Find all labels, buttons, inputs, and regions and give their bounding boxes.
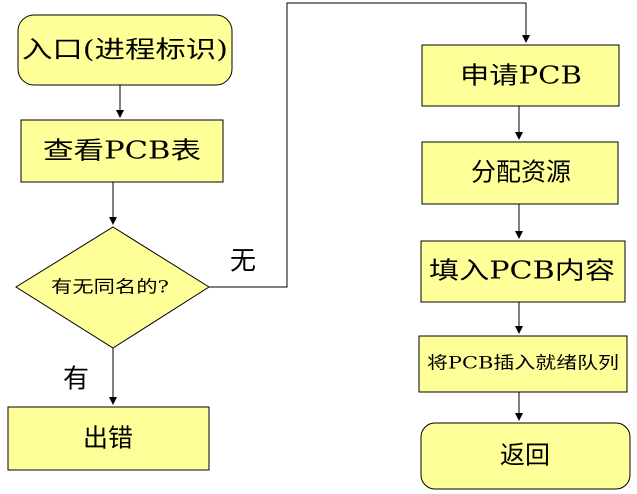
node-insert-ready-queue: 将PCB插入就绪队列 (418, 335, 628, 393)
edge-label-yes: 有 (63, 365, 89, 395)
node-decision-same-name-label: 有无同名的? (51, 278, 169, 298)
node-request-pcb-label: 申请PCB (460, 62, 582, 90)
node-lookup-pcb-table-shape (20, 119, 224, 183)
node-allocate-resources-label: 分配资源 (471, 158, 571, 187)
node-error-shape (7, 406, 210, 471)
node-allocate-resources: 分配资源 (421, 141, 619, 205)
node-lookup-pcb-table: 查看PCB表 (20, 119, 224, 183)
node-request-pcb-shape (421, 44, 620, 107)
node-return-shape (420, 422, 631, 490)
node-insert-ready-queue-label: 将PCB插入就绪队列 (427, 354, 619, 374)
node-entry-label: 入口(进程标识) (22, 36, 228, 64)
node-fill-pcb-label: 填入PCB内容 (429, 257, 615, 285)
node-fill-pcb: 填入PCB内容 (420, 240, 626, 303)
node-decision-same-name-shape (15, 226, 210, 349)
node-return-label: 返回 (500, 441, 550, 470)
node-error-label: 出错 (83, 424, 133, 453)
node-entry-shape (17, 14, 233, 86)
node-entry: 入口(进程标识) (17, 14, 233, 86)
node-lookup-pcb-table-label: 查看PCB表 (43, 137, 201, 165)
node-request-pcb: 申请PCB (421, 44, 620, 107)
node-decision-same-name: 有无同名的? (15, 226, 210, 349)
node-fill-pcb-shape (420, 240, 626, 303)
node-allocate-resources-shape (421, 141, 619, 205)
edges (109, 2, 530, 421)
node-insert-ready-queue-shape (418, 335, 628, 393)
edge-decision-to-request (209, 2, 530, 288)
node-return: 返回 (420, 422, 631, 490)
edge-label-no: 无 (230, 247, 256, 277)
node-error: 出错 (7, 406, 210, 471)
